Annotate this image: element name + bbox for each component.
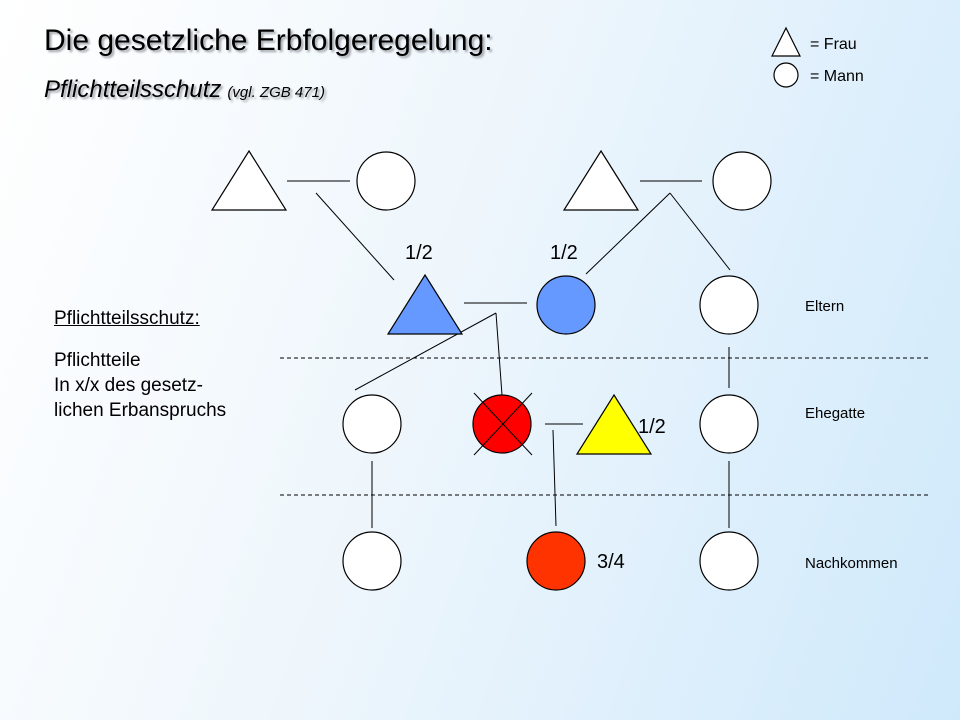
grandfather-left-circle [356, 151, 416, 211]
uncle-circle [699, 275, 759, 335]
page-title: Die gesetzliche Erbfolgeregelung: [44, 24, 493, 57]
line-parents-to-sibling [354, 312, 497, 391]
line-couple-to-child [552, 429, 557, 527]
fraction-father: 1/2 [550, 242, 578, 264]
spouse-triangle [575, 393, 653, 455]
legend-woman-label: = Frau [810, 36, 857, 53]
fraction-child: 3/4 [597, 551, 625, 573]
cousin-circle [699, 394, 759, 454]
grandmother-left-triangle [210, 149, 288, 211]
mother-triangle [386, 273, 464, 335]
sibling-circle [342, 394, 402, 454]
label-spouse: Ehegatte [805, 405, 866, 422]
fraction-spouse: 1/2 [638, 416, 666, 438]
fraction-mother: 1/2 [405, 242, 433, 264]
legend-triangle-icon [771, 26, 801, 57]
line-grandparents-right-to-father [585, 192, 671, 275]
line-grandparents-left-to-mother [315, 192, 395, 281]
subtitle-main: Pflichtteilsschutz [44, 76, 222, 103]
legend-circle-icon [773, 62, 799, 88]
grandfather-right-circle [712, 151, 772, 211]
child-circle [526, 531, 586, 591]
page-subtitle: Pflichtteilsschutz (vgl. ZGB 471) [44, 76, 325, 104]
side-line-2: In x/x des gesetz- [54, 375, 203, 396]
line-grandparents-right-to-uncle [669, 192, 731, 271]
nephew-circle [342, 531, 402, 591]
line-parents-to-deceased [495, 312, 503, 396]
father-circle [536, 275, 596, 335]
label-descendants: Nachkommen [805, 555, 898, 572]
deceased-cross-line-2 [473, 392, 533, 456]
cousin-child-circle [699, 531, 759, 591]
side-line-1: Pflichtteile [54, 350, 141, 371]
side-line-3: lichen Erbanspruchs [54, 400, 227, 421]
side-heading: Pflichtteilsschutz: [54, 308, 200, 329]
label-parents: Eltern [805, 298, 845, 315]
subtitle-reference: (vgl. ZGB 471) [227, 84, 325, 101]
legend-man-label: = Mann [810, 68, 864, 85]
grandmother-right-triangle [562, 149, 640, 211]
